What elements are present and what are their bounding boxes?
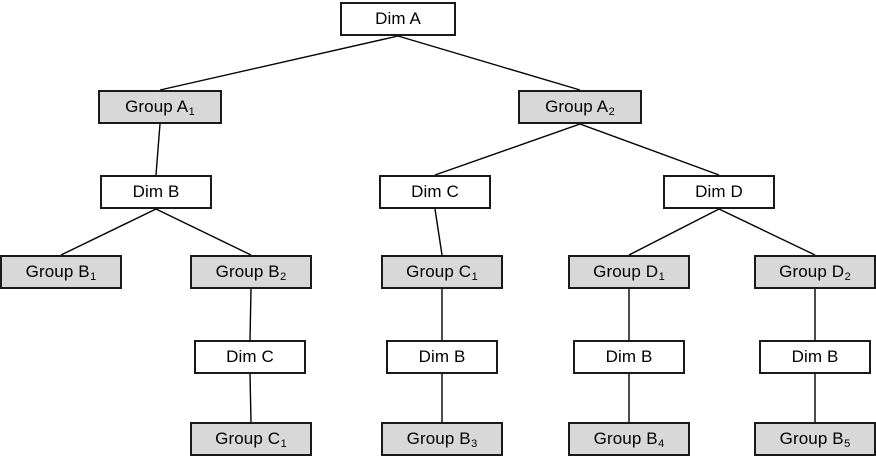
node-label: Group C1 <box>215 429 287 450</box>
node-group-d1: Group D1 <box>568 255 690 289</box>
node-label: Group B1 <box>25 262 97 283</box>
node-group-c1: Group C1 <box>381 255 503 289</box>
node-label-subscript: 2 <box>608 106 615 118</box>
node-group-b2: Group B2 <box>190 255 312 289</box>
node-label-subscript: 2 <box>280 271 287 283</box>
node-dim-c: Dim C <box>379 175 491 209</box>
node-group-b4: Group B4 <box>568 422 690 456</box>
node-dim-c: Dim C <box>194 340 306 374</box>
node-label-subscript: 1 <box>188 106 195 118</box>
node-label: Dim D <box>695 182 743 201</box>
node-label: Group A2 <box>545 97 615 118</box>
node-group-a1: Group A1 <box>98 90 222 124</box>
node-group-b3: Group B3 <box>381 422 503 456</box>
node-dim-b: Dim B <box>759 340 871 374</box>
node-label-subscript: 1 <box>90 271 97 283</box>
node-label: Group C1 <box>406 262 478 283</box>
node-label: Group A1 <box>125 97 195 118</box>
node-label: Group D1 <box>593 262 665 283</box>
node-label-subscript: 1 <box>471 271 478 283</box>
node-dim-b: Dim B <box>573 340 685 374</box>
node-label: Dim B <box>132 182 180 201</box>
node-label: Dim B <box>605 347 653 366</box>
node-label: Group D2 <box>779 262 851 283</box>
node-label-subscript: 3 <box>471 438 478 450</box>
node-label: Group B3 <box>406 429 478 450</box>
node-label: Group B5 <box>779 429 851 450</box>
node-dim-b: Dim B <box>100 175 212 209</box>
node-label: Group B4 <box>593 429 665 450</box>
node-label: Group B2 <box>215 262 287 283</box>
node-group-b1: Group B1 <box>0 255 122 289</box>
node-group-c1: Group C1 <box>190 422 312 456</box>
node-label: Dim B <box>791 347 839 366</box>
node-dim-a: Dim A <box>340 2 456 36</box>
node-group-b5: Group B5 <box>754 422 876 456</box>
node-label: Dim C <box>226 347 274 366</box>
node-label-subscript: 1 <box>658 271 665 283</box>
node-label: Dim A <box>375 9 421 28</box>
node-label-subscript: 5 <box>844 438 851 450</box>
node-label-subscript: 2 <box>844 271 851 283</box>
node-label-subscript: 1 <box>280 438 287 450</box>
node-label-subscript: 4 <box>658 438 665 450</box>
node-label: Dim B <box>418 347 466 366</box>
node-label: Dim C <box>411 182 459 201</box>
node-group-a2: Group A2 <box>518 90 642 124</box>
node-dim-b: Dim B <box>386 340 498 374</box>
node-group-d2: Group D2 <box>754 255 876 289</box>
node-dim-d: Dim D <box>663 175 775 209</box>
